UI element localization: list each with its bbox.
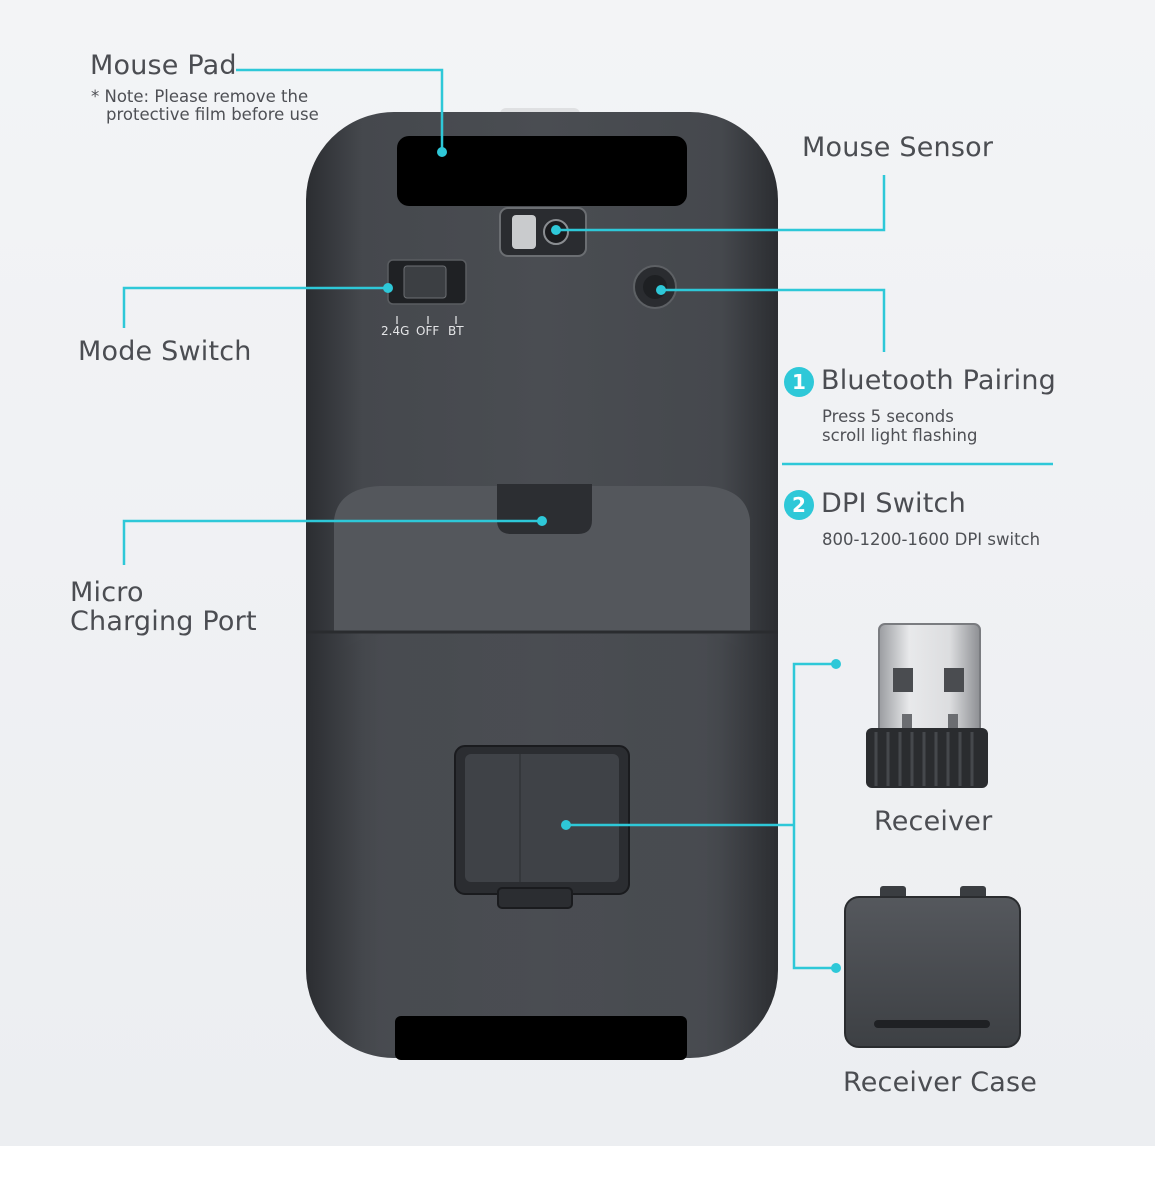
receiver-label: Receiver [874, 806, 993, 837]
mouse-pad-note-line1: * Note: Please remove the [91, 87, 309, 106]
mode-switch-knob [403, 265, 447, 299]
product-diagram: Mouse Pad * Note: Please remove the prot… [0, 0, 1155, 1146]
case-body [844, 896, 1021, 1048]
bluetooth-pairing-line2: scroll light flashing [822, 426, 978, 445]
compartment-tab [497, 887, 573, 909]
charging-port-label-line2: Charging Port [70, 606, 257, 637]
receiver-image [866, 623, 988, 788]
mouse-pad-top [397, 136, 687, 206]
dpi-number-badge: 2 [784, 490, 814, 520]
callout-mouse-pad [236, 68, 444, 152]
mode-switch-position-off: OFF [416, 324, 440, 338]
bluetooth-pairing-line1: Press 5 seconds [822, 407, 954, 426]
mouse-illustration [122, 68, 1053, 1060]
callout-lines [122, 68, 1053, 970]
mode-switch-position-bt: BT [448, 324, 464, 338]
callout-charging-port [122, 519, 542, 565]
dpi-switch-line1: 800-1200-1600 DPI switch [822, 530, 1041, 549]
usb-housing [866, 728, 988, 788]
receiver-case-image [844, 886, 1021, 1048]
callout-receiver-bracket [792, 662, 836, 970]
bluetooth-pairing-label: Bluetooth Pairing [821, 365, 1057, 396]
mode-switch-position-24g: 2.4G [381, 324, 410, 338]
mode-switch-label: Mode Switch [78, 336, 252, 367]
charging-cover [334, 486, 750, 632]
bluetooth-number-badge: 1 [784, 367, 814, 397]
charging-port-label-line1: Micro [70, 577, 144, 608]
sensor-lens-left [512, 215, 536, 249]
mouse-pad-bottom [395, 1016, 687, 1060]
callout-dots [383, 147, 841, 973]
callout-mode-switch [122, 286, 388, 328]
dpi-switch-label: DPI Switch [821, 488, 966, 519]
mouse-pad-note-line2: protective film before use [106, 105, 319, 124]
callout-mouse-sensor [556, 175, 886, 232]
case-slot [874, 1020, 990, 1028]
mouse-body [306, 108, 778, 1060]
charging-port [497, 484, 592, 534]
mouse-sensor-label: Mouse Sensor [802, 132, 994, 163]
mouse-pad-label: Mouse Pad [90, 50, 237, 81]
receiver-case-label: Receiver Case [843, 1067, 1038, 1098]
callout-bluetooth [661, 288, 886, 352]
